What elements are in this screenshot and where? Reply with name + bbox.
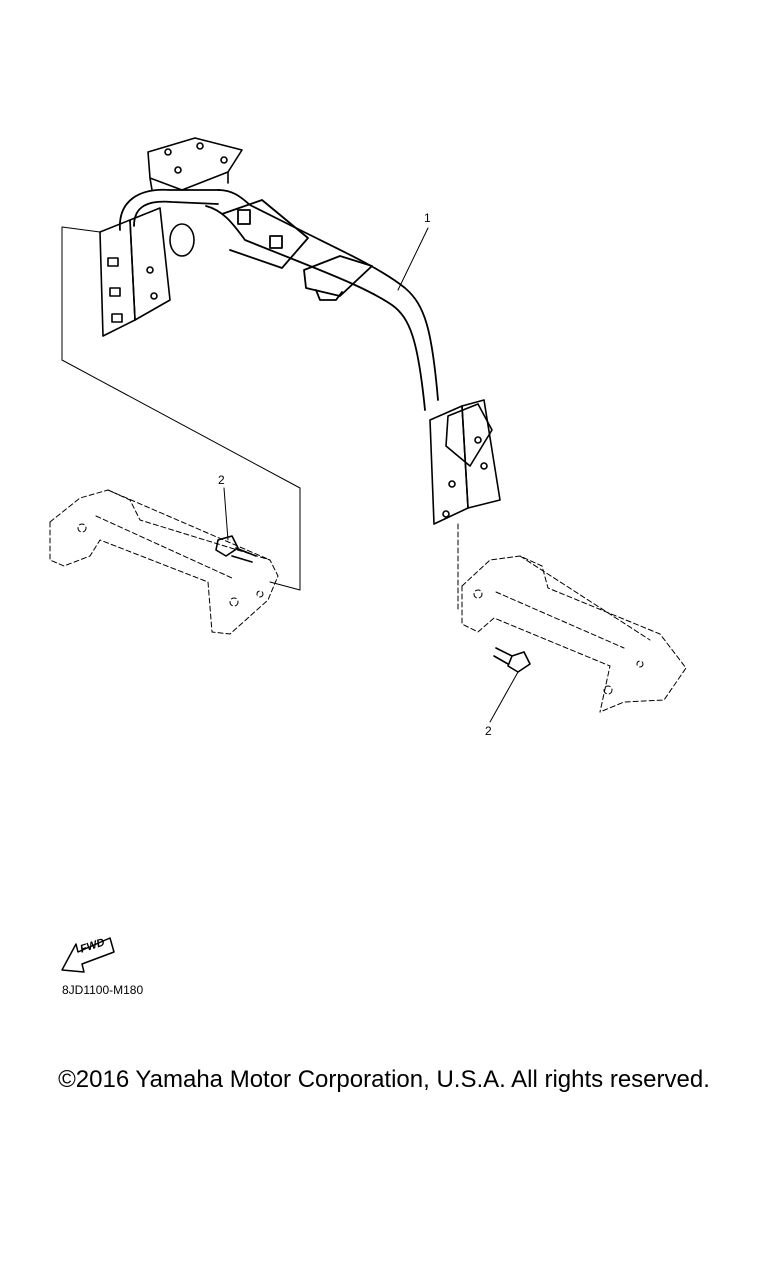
main-bar-part-1: [119, 188, 439, 411]
reference-plane-left: [61, 226, 301, 591]
callout-part-1: 1: [424, 211, 431, 225]
leader-line-2-right: [489, 671, 519, 723]
forward-arrow-icon: [61, 937, 115, 973]
left-frame-phantom: [49, 489, 279, 635]
leader-line-2-left: [223, 487, 229, 541]
callout-part-2-left: 2: [218, 473, 225, 487]
exploded-view-drawing: [49, 137, 687, 723]
right-frame-phantom: [457, 523, 687, 713]
leader-line-1: [397, 227, 429, 291]
parts-diagram: [49, 137, 687, 723]
top-mounting-bracket: [147, 137, 243, 191]
bolt-left-part-2: [215, 535, 257, 563]
right-side-bracket: [429, 399, 501, 525]
diagram-code: 8JD1100-M180: [62, 983, 144, 997]
left-side-bracket: [99, 207, 171, 337]
bolt-right-part-2: [493, 647, 531, 673]
retaining-ring: [169, 223, 195, 257]
callout-part-2-right: 2: [485, 724, 492, 738]
copyright-notice: ©2016 Yamaha Motor Corporation, U.S.A. A…: [58, 1066, 710, 1093]
